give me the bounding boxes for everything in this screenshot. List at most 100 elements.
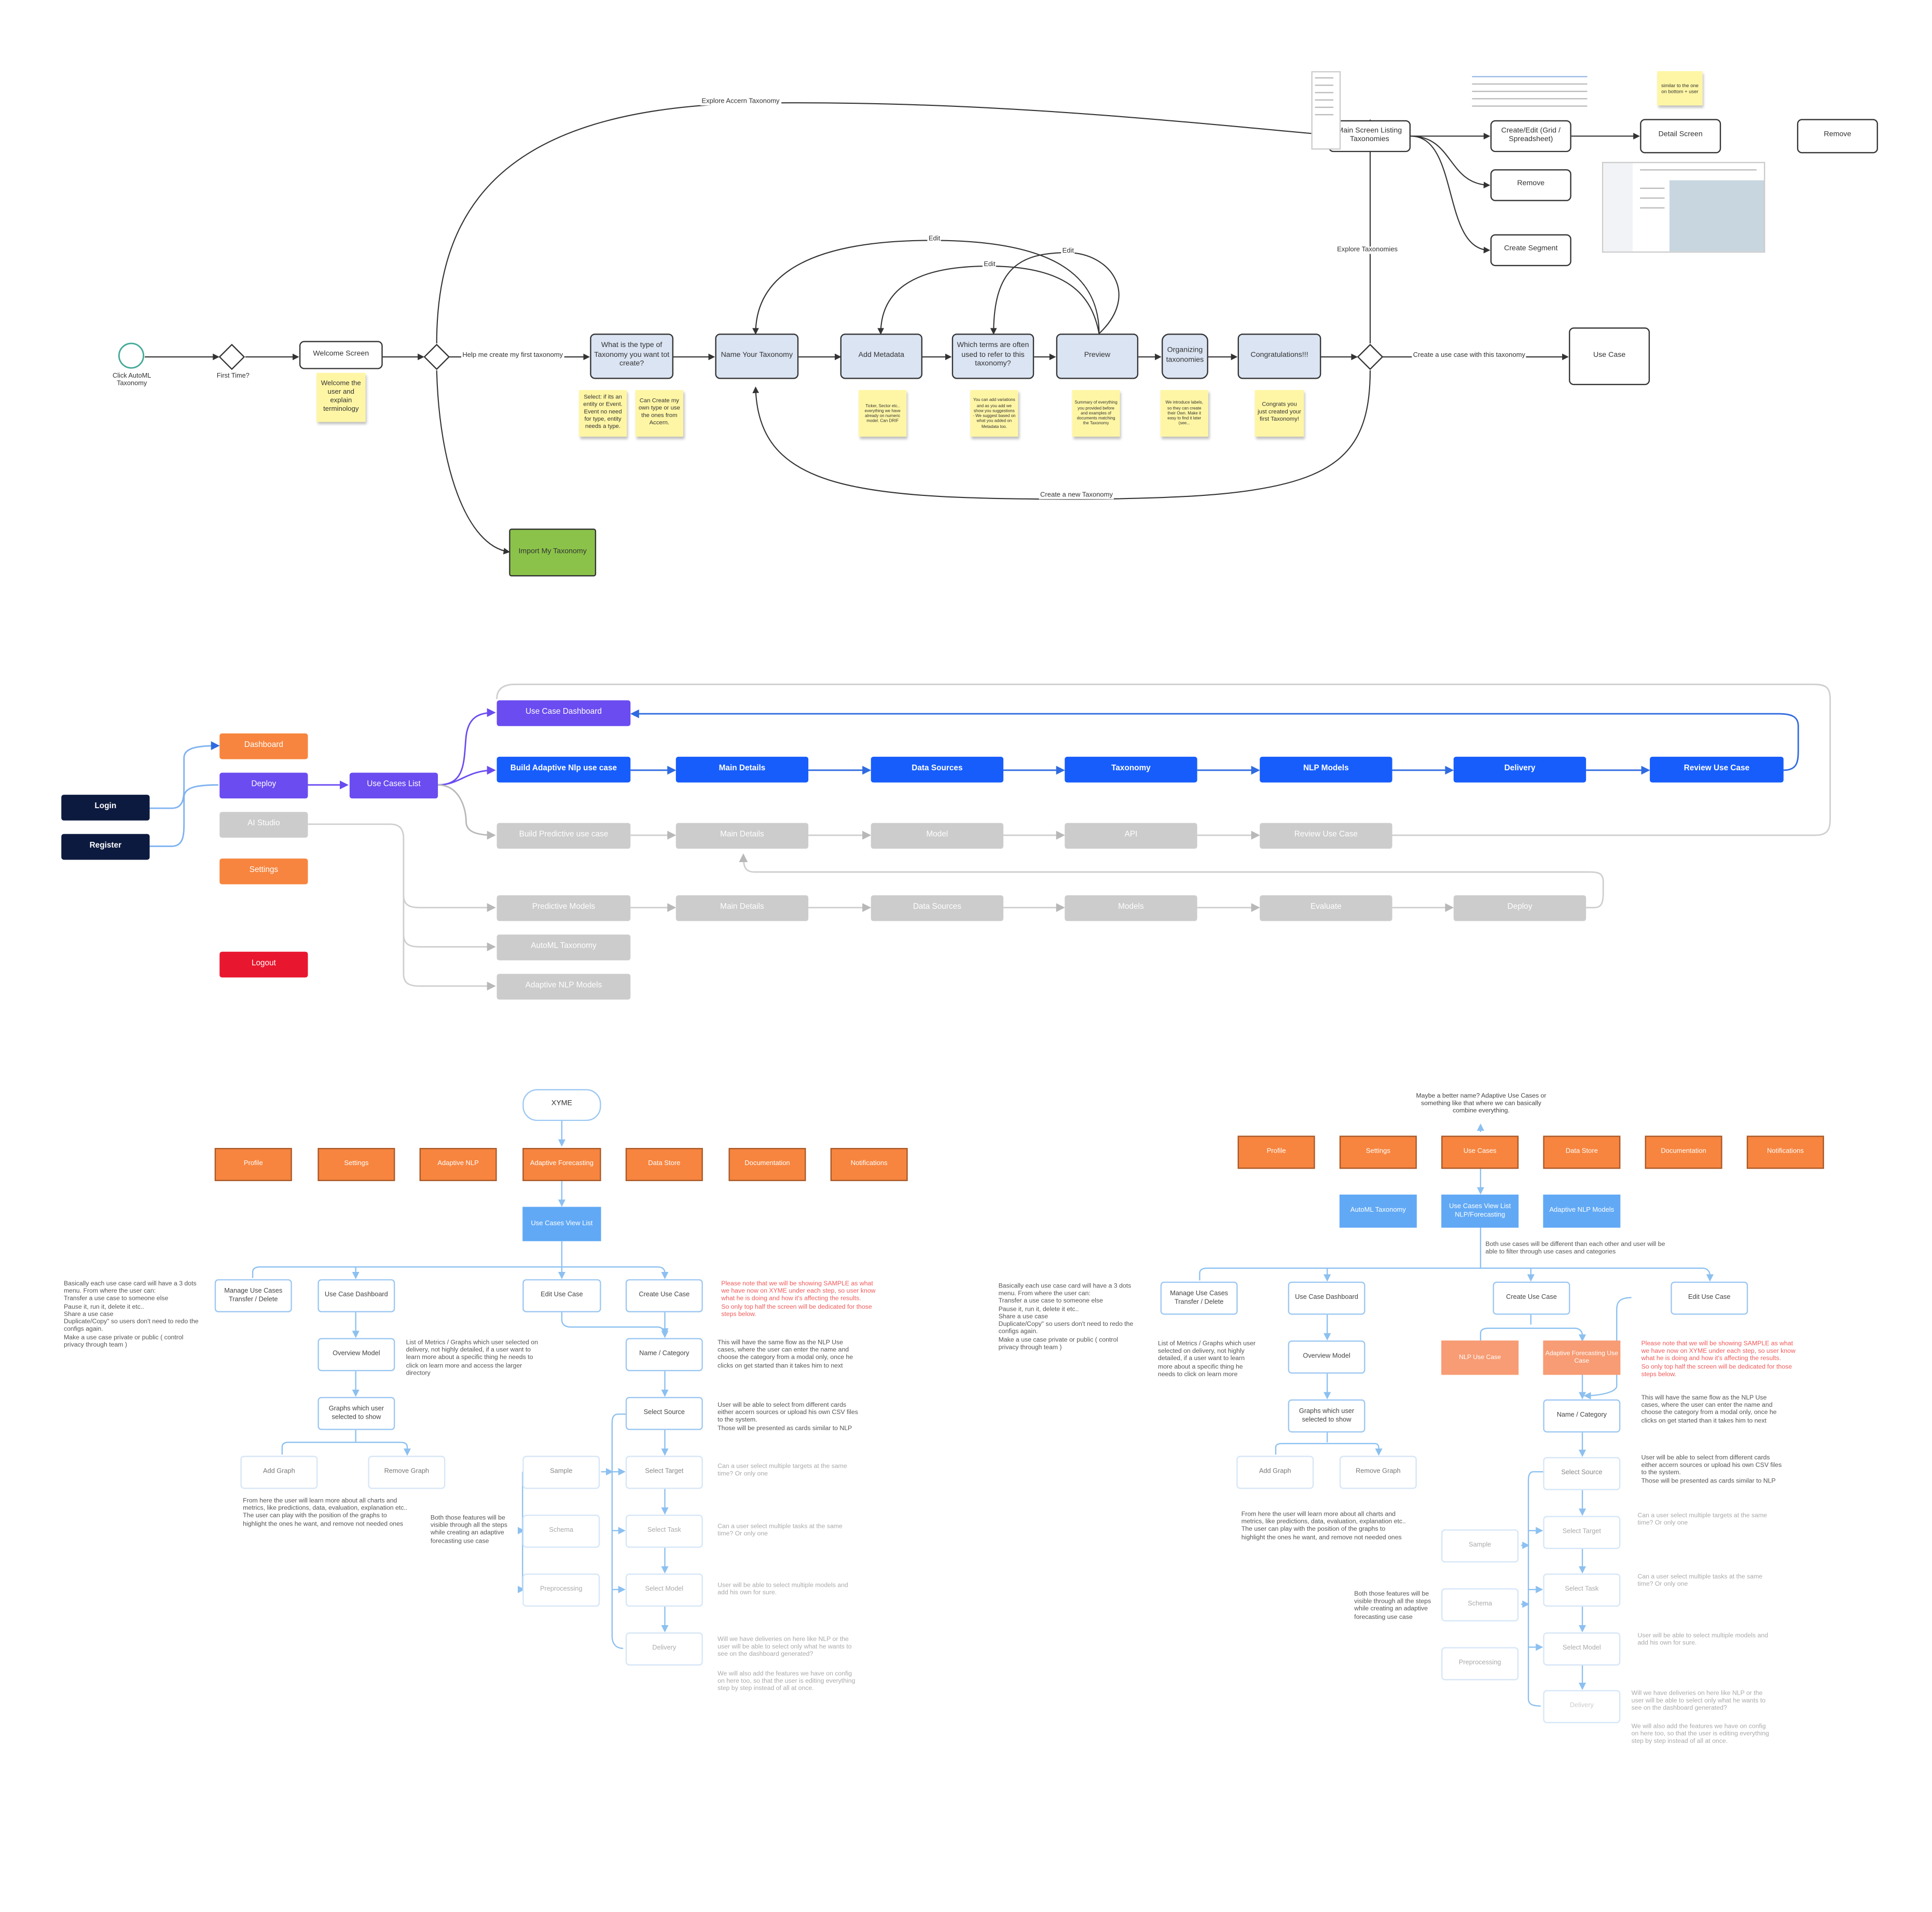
models-flow-predictive[interactable]: Predictive Models xyxy=(496,895,631,921)
left-tab-documentation[interactable]: Documentation xyxy=(728,1148,806,1181)
remove-top-node[interactable]: Remove xyxy=(1797,119,1878,154)
right-delivery[interactable]: Delivery xyxy=(1543,1690,1621,1723)
nlp-flow-main-details[interactable]: Main Details xyxy=(675,756,809,783)
ai-studio-nav-item[interactable]: AI Studio xyxy=(219,812,308,838)
add-metadata-node[interactable]: Add Metadata xyxy=(840,334,923,379)
right-adaptive-nlp-models[interactable]: Adaptive NLP Models xyxy=(1543,1194,1621,1228)
nlp-flow-data-sources[interactable]: Data Sources xyxy=(871,756,1004,783)
left-select-task[interactable]: Select Task xyxy=(625,1515,703,1548)
right-add-graph[interactable]: Add Graph xyxy=(1236,1456,1314,1489)
create-segment-node[interactable]: Create Segment xyxy=(1490,234,1571,267)
nlp-flow-taxonomy[interactable]: Taxonomy xyxy=(1065,756,1197,783)
right-tab-use-cases[interactable]: Use Cases xyxy=(1441,1135,1519,1169)
right-tab-profile[interactable]: Profile xyxy=(1237,1135,1315,1169)
terms-node[interactable]: Which terms are often used to refer to t… xyxy=(951,334,1034,379)
login-button[interactable]: Login xyxy=(61,795,150,821)
organizing-node[interactable]: Organizing taxonomies xyxy=(1162,334,1208,379)
right-tab-documentation[interactable]: Documentation xyxy=(1645,1135,1722,1169)
right-af-use-case[interactable]: Adaptive Forecasting Use Case xyxy=(1543,1340,1621,1375)
use-case-node[interactable]: Use Case xyxy=(1569,327,1650,385)
dashboard-nav-item[interactable]: Dashboard xyxy=(219,733,308,759)
right-select-target[interactable]: Select Target xyxy=(1543,1516,1621,1549)
predictive-flow-review[interactable]: Review Use Case xyxy=(1260,823,1392,849)
create-edit-node[interactable]: Create/Edit (Grid / Spreadsheet) xyxy=(1490,120,1571,153)
left-select-source[interactable]: Select Source xyxy=(625,1397,703,1430)
left-tab-adaptive-forecasting[interactable]: Adaptive Forecasting xyxy=(522,1148,601,1181)
right-tab-settings[interactable]: Settings xyxy=(1339,1135,1417,1169)
left-tab-adaptive-nlp[interactable]: Adaptive NLP xyxy=(419,1148,497,1181)
name-taxonomy-node[interactable]: Name Your Taxonomy xyxy=(715,334,799,379)
right-select-source[interactable]: Select Source xyxy=(1543,1457,1621,1490)
right-sample[interactable]: Sample xyxy=(1441,1529,1519,1563)
right-select-model[interactable]: Select Model xyxy=(1543,1632,1621,1666)
right-tab-notifications[interactable]: Notifications xyxy=(1746,1135,1824,1169)
adaptive-nlp-models-node[interactable]: Adaptive NLP Models xyxy=(496,974,631,1000)
models-flow-deploy[interactable]: Deploy xyxy=(1453,895,1586,921)
right-automl-taxonomy[interactable]: AutoML Taxonomy xyxy=(1339,1194,1417,1228)
left-overview-model[interactable]: Overview Model xyxy=(318,1338,395,1371)
logout-button[interactable]: Logout xyxy=(219,951,308,978)
start-label: Click AutoML Taxonomy xyxy=(112,372,151,388)
models-flow-evaluate[interactable]: Evaluate xyxy=(1260,895,1392,921)
nlp-flow-delivery[interactable]: Delivery xyxy=(1453,756,1586,783)
right-use-case-dashboard[interactable]: Use Case Dashboard xyxy=(1288,1281,1365,1315)
left-create-use-case[interactable]: Create Use Case xyxy=(625,1279,703,1312)
right-preprocessing[interactable]: Preprocessing xyxy=(1441,1647,1519,1681)
preview-node[interactable]: Preview xyxy=(1056,334,1139,379)
models-flow-data-sources[interactable]: Data Sources xyxy=(871,895,1004,921)
congratulations-node[interactable]: Congratulations!!! xyxy=(1237,334,1321,379)
predictive-flow-model[interactable]: Model xyxy=(871,823,1004,849)
left-edit-use-case[interactable]: Edit Use Case xyxy=(522,1279,601,1312)
nlp-flow-build[interactable]: Build Adaptive Nlp use case xyxy=(496,756,631,783)
import-taxonomy-node[interactable]: Import My Taxonomy xyxy=(509,529,597,577)
left-schema[interactable]: Schema xyxy=(522,1515,600,1548)
right-select-task[interactable]: Select Task xyxy=(1543,1573,1621,1607)
detail-screen-node[interactable]: Detail Screen xyxy=(1640,119,1721,154)
right-graphs-node[interactable]: Graphs which user selected to show xyxy=(1288,1399,1365,1433)
left-use-cases-view-list[interactable]: Use Cases View List xyxy=(522,1207,601,1241)
left-tab-profile[interactable]: Profile xyxy=(214,1148,292,1181)
settings-nav-item[interactable]: Settings xyxy=(219,858,308,884)
taxonomy-type-node[interactable]: What is the type of Taxonomy you want to… xyxy=(590,334,674,379)
right-tab-data-store[interactable]: Data Store xyxy=(1543,1135,1621,1169)
right-name-category[interactable]: Name / Category xyxy=(1543,1399,1621,1433)
use-cases-list-node[interactable]: Use Cases List xyxy=(349,772,438,799)
right-remove-graph[interactable]: Remove Graph xyxy=(1339,1456,1417,1489)
right-use-cases-view-list[interactable]: Use Cases View List NLP/Forecasting xyxy=(1441,1194,1519,1228)
left-delivery[interactable]: Delivery xyxy=(625,1632,703,1666)
use-case-dashboard-node[interactable]: Use Case Dashboard xyxy=(496,700,631,726)
left-tab-notifications[interactable]: Notifications xyxy=(830,1148,908,1181)
register-button[interactable]: Register xyxy=(61,834,150,860)
models-flow-main-details[interactable]: Main Details xyxy=(675,895,809,921)
predictive-flow-main-details[interactable]: Main Details xyxy=(675,823,809,849)
automl-taxonomy-node[interactable]: AutoML Taxonomy xyxy=(496,934,631,961)
main-screen-node[interactable]: Main Screen Listing Taxonomies xyxy=(1328,120,1411,153)
nlp-flow-review[interactable]: Review Use Case xyxy=(1650,756,1784,783)
deploy-nav-item[interactable]: Deploy xyxy=(219,772,308,799)
left-select-target[interactable]: Select Target xyxy=(625,1456,703,1489)
right-manage-use-cases[interactable]: Manage Use Cases Transfer / Delete xyxy=(1160,1281,1238,1315)
left-tab-data-store[interactable]: Data Store xyxy=(625,1148,703,1181)
right-overview-model[interactable]: Overview Model xyxy=(1288,1340,1365,1374)
left-graphs-node[interactable]: Graphs which user selected to show xyxy=(318,1397,395,1430)
left-add-graph[interactable]: Add Graph xyxy=(240,1456,318,1489)
left-select-model[interactable]: Select Model xyxy=(625,1573,703,1607)
left-sample[interactable]: Sample xyxy=(522,1456,600,1489)
predictive-flow-build[interactable]: Build Predictive use case xyxy=(496,823,631,849)
right-create-use-case[interactable]: Create Use Case xyxy=(1493,1281,1570,1315)
right-edit-use-case[interactable]: Edit Use Case xyxy=(1671,1281,1748,1315)
left-remove-graph[interactable]: Remove Graph xyxy=(368,1456,446,1489)
models-flow-models[interactable]: Models xyxy=(1065,895,1197,921)
left-preprocessing[interactable]: Preprocessing xyxy=(522,1573,600,1607)
left-tab-settings[interactable]: Settings xyxy=(318,1148,395,1181)
left-use-case-dashboard[interactable]: Use Case Dashboard xyxy=(318,1279,395,1312)
welcome-screen-node[interactable]: Welcome Screen xyxy=(299,341,383,369)
right-nlp-use-case[interactable]: NLP Use Case xyxy=(1441,1340,1519,1375)
predictive-flow-api[interactable]: API xyxy=(1065,823,1197,849)
nlp-flow-nlp-models[interactable]: NLP Models xyxy=(1260,756,1392,783)
left-manage-use-cases[interactable]: Manage Use Cases Transfer / Delete xyxy=(214,1279,292,1312)
remove-node[interactable]: Remove xyxy=(1490,169,1571,201)
xyme-root-node[interactable]: XYME xyxy=(522,1089,601,1121)
left-name-category[interactable]: Name / Category xyxy=(625,1338,703,1371)
right-schema[interactable]: Schema xyxy=(1441,1588,1519,1622)
